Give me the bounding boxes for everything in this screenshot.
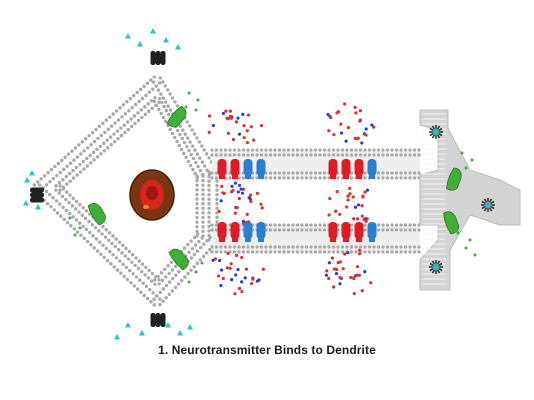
ion-channel-icon <box>243 159 253 179</box>
ion-particle <box>194 108 198 112</box>
transmitter-cluster <box>324 248 373 296</box>
ion-particle <box>473 253 477 257</box>
transmitter-cluster <box>217 181 264 226</box>
cell-nucleus-icon <box>129 169 175 221</box>
membrane-receptors <box>87 105 462 271</box>
ion-channel-icon <box>341 222 351 242</box>
ion-particle <box>165 322 171 328</box>
ion-particle <box>78 226 82 230</box>
ion-channel-icon <box>256 222 266 242</box>
ion-particle <box>194 270 198 274</box>
ion-particles <box>23 28 477 340</box>
ion-particle <box>68 216 72 220</box>
ion-particle <box>187 91 191 95</box>
ion-channel-icon <box>367 159 377 179</box>
ion-particle <box>150 28 156 34</box>
ion-particle <box>29 170 35 176</box>
receptor-protein-icon <box>443 211 460 235</box>
lower-axon <box>210 223 421 254</box>
ion-channel-icon <box>341 159 351 179</box>
ion-particle <box>163 37 169 43</box>
ion-channel-icon <box>354 222 364 242</box>
ion-channel-icon <box>328 222 338 242</box>
ion-channel-icon <box>230 159 240 179</box>
ion-channel-icon <box>367 222 377 242</box>
synaptic-channels <box>217 159 377 242</box>
ion-particle <box>35 204 41 210</box>
ion-channel-icon <box>217 222 227 242</box>
ion-particle <box>456 231 460 235</box>
ion-particle <box>460 151 464 155</box>
ion-channel-icon <box>328 159 338 179</box>
ion-particle <box>200 261 204 265</box>
transmitter-cluster <box>327 186 370 223</box>
dendritic-spine-icon <box>429 260 443 274</box>
ion-pump-icon <box>30 187 44 203</box>
ion-channel-icon <box>354 159 364 179</box>
ion-particle <box>114 334 120 340</box>
ion-pump-icon <box>150 51 166 65</box>
postsynaptic-dendrite <box>419 109 521 291</box>
dendritic-spine-icon <box>429 125 443 139</box>
transmitter-cluster <box>326 102 376 145</box>
ion-particle <box>464 166 468 170</box>
dendritic-spine-icon <box>481 198 495 212</box>
ion-particle <box>137 41 143 47</box>
ion-particle <box>175 44 181 50</box>
ion-particle <box>125 322 131 328</box>
ion-particle <box>464 246 468 250</box>
transmitter-cluster <box>211 251 265 296</box>
transmitter-cluster <box>207 109 264 145</box>
dendrite-body <box>419 109 521 291</box>
ion-pumps <box>30 51 166 327</box>
ion-particle <box>139 330 145 336</box>
ion-particle <box>187 324 193 330</box>
receptor-protein-icon <box>446 167 462 191</box>
ion-channel-icon <box>256 159 266 179</box>
upper-axon <box>210 148 421 180</box>
ion-channel-icon <box>230 222 240 242</box>
ion-channel-icon <box>243 222 253 242</box>
dendritic-spines <box>429 125 495 274</box>
figure-caption: 1. Neurotransmitter Binds to Dendrite <box>158 343 376 357</box>
neurotransmitter-clusters <box>207 102 376 296</box>
ion-particle <box>470 158 474 162</box>
receptor-protein-icon <box>166 105 187 128</box>
ion-particle <box>177 330 183 336</box>
receptor-protein-icon <box>87 202 106 226</box>
ion-particle <box>184 105 188 109</box>
receptor-protein-icon <box>168 248 189 271</box>
ion-particle <box>125 33 131 39</box>
ion-particle <box>196 98 200 102</box>
ion-channel-icon <box>217 159 227 179</box>
ion-particle <box>468 238 472 242</box>
ion-particle <box>23 200 29 206</box>
ion-particle <box>24 177 30 183</box>
ion-pump-icon <box>150 313 166 327</box>
ion-particle <box>187 280 191 284</box>
ion-particle <box>73 233 77 237</box>
